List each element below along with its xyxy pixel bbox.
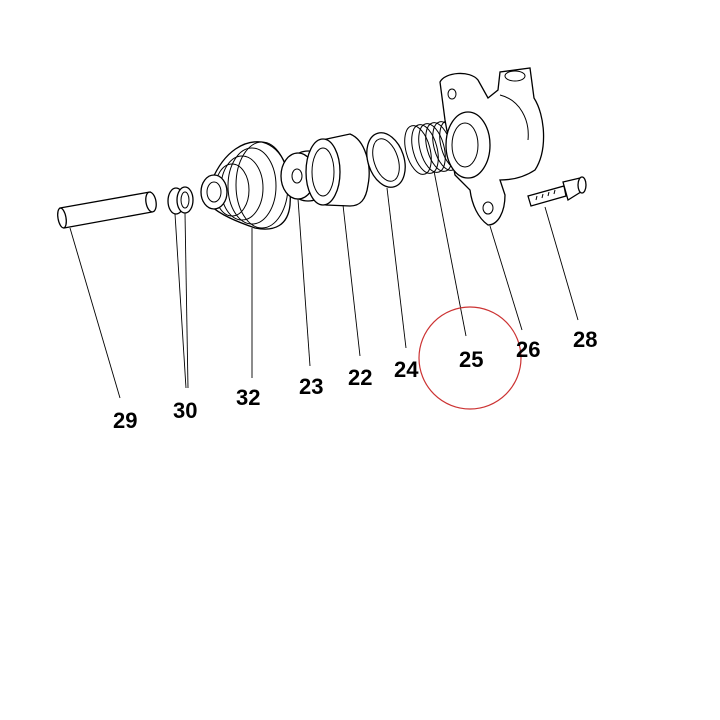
callout-28: 28: [573, 327, 597, 352]
cylinder-body-part-26: [439, 67, 545, 226]
leader-lines: [69, 170, 579, 399]
piston-part-22: [305, 133, 370, 207]
callout-32: 32: [236, 385, 260, 410]
callout-24: 24: [394, 357, 419, 382]
push-rod-part-29: [57, 191, 157, 229]
bolt-part-28: [527, 176, 587, 207]
callout-22: 22: [348, 365, 372, 390]
rings-part-30: [167, 186, 194, 215]
callout-30: 30: [173, 398, 197, 423]
ring-part-24: [366, 132, 406, 188]
callout-25: 25: [459, 347, 483, 372]
callout-23: 23: [299, 374, 323, 399]
boot-part-32: [200, 141, 291, 230]
highlight-circle: [418, 306, 522, 410]
callout-29: 29: [113, 408, 137, 433]
callout-26: 26: [516, 337, 540, 362]
